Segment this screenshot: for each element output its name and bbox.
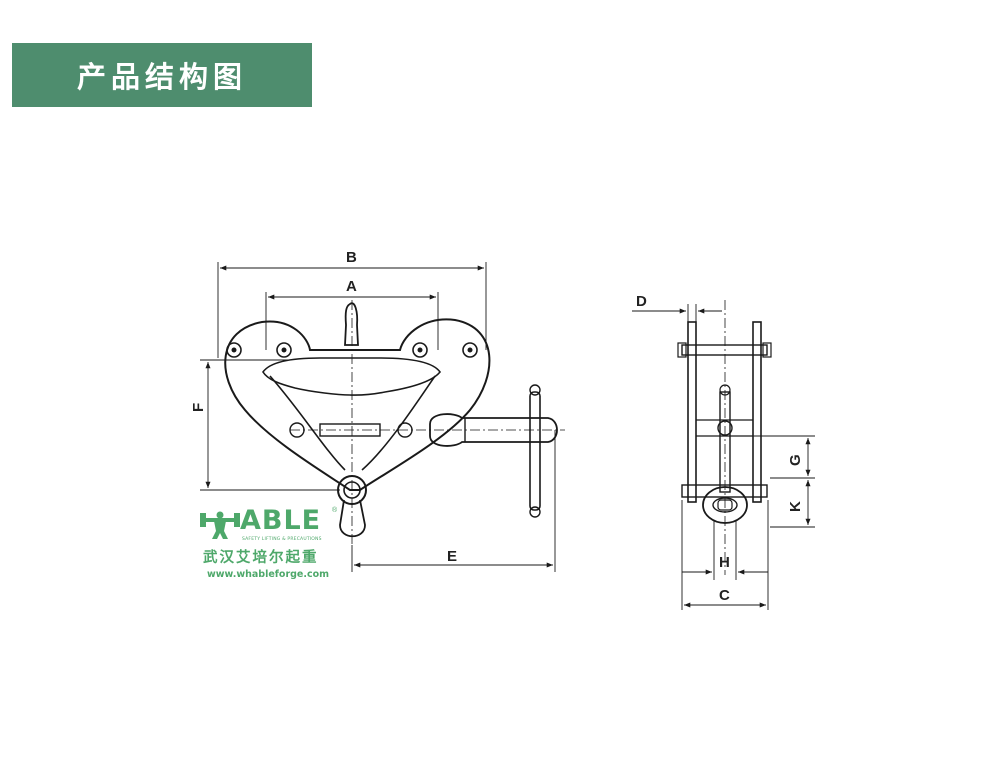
bolt-group — [226, 342, 478, 438]
dim-label-d: D — [636, 293, 647, 310]
logo-company-cn: 武汉艾培尔起重 — [203, 550, 319, 566]
clamp-body-inner — [262, 357, 441, 396]
front-view: B A F E — [190, 249, 565, 572]
section-banner: 产品结构图 — [12, 43, 312, 107]
side-view: D G K H C — [632, 293, 815, 610]
dim-label-c: C — [719, 587, 730, 604]
bottom-tail — [339, 499, 366, 538]
logo-brand: ABLE — [240, 505, 322, 536]
screw-spindle — [429, 413, 558, 447]
logo-registered-mark: ® — [332, 507, 338, 514]
side-plate-left — [687, 321, 697, 503]
clamp-body-outline — [224, 318, 491, 491]
top-spike — [344, 302, 359, 346]
dim-label-f: F — [190, 403, 207, 412]
dim-label-a: A — [346, 278, 357, 295]
dim-label-e: E — [447, 548, 457, 565]
logo-tagline: SAFETY LIFTING & PRECAUTIONS — [242, 537, 322, 542]
side-plate-right — [752, 321, 762, 503]
inner-left-edge — [269, 375, 346, 471]
able-logo: ABLE ® SAFETY LIFTING & PRECAUTIONS 武汉艾培… — [198, 505, 358, 585]
logo-website: www.whableforge.com — [207, 569, 330, 580]
t-handle — [529, 391, 541, 511]
dim-label-h: H — [719, 554, 730, 571]
dim-label-k: K — [787, 501, 804, 512]
weightlifter-icon — [200, 511, 240, 539]
dim-label-g: G — [787, 454, 804, 466]
side-top-bolt — [681, 344, 768, 356]
dim-label-b: B — [346, 249, 357, 266]
section-title: 产品结构图 — [76, 60, 247, 94]
side-bottom-bolt — [681, 484, 768, 498]
